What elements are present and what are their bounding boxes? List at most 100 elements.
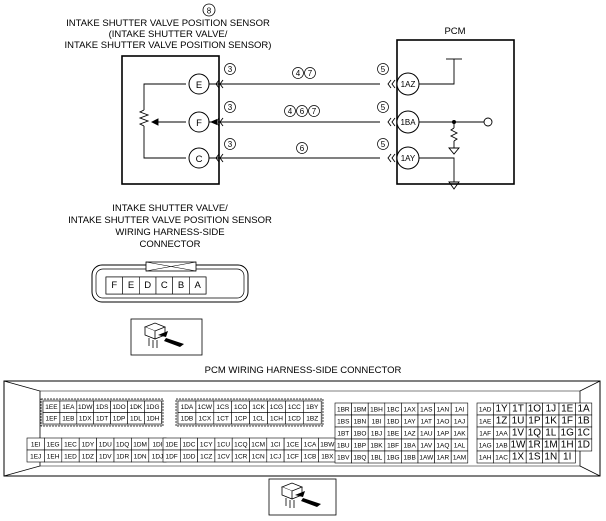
pcm-pin-1d: 1D xyxy=(575,438,593,452)
pcm-pin-1ae: 1AE xyxy=(476,414,494,428)
pcm-pin-1n: 1N xyxy=(542,450,560,464)
svg-text:1EH: 1EH xyxy=(47,453,60,460)
svg-text:1DU: 1DU xyxy=(99,441,112,448)
svg-text:C: C xyxy=(161,280,168,291)
pcm-pin-1e: 1E xyxy=(558,402,576,416)
pcm-pin-1af: 1AF xyxy=(476,426,494,440)
pcm-pin-1am: 1AM xyxy=(450,450,469,464)
svg-text:1AF: 1AF xyxy=(479,430,491,437)
svg-text:1F: 1F xyxy=(561,415,573,426)
pcm-pin-1cv: 1CV xyxy=(214,449,233,463)
pcm-pin-1bj: 1BJ xyxy=(367,426,386,440)
svg-text:1L: 1L xyxy=(545,427,557,438)
pcm-pin-1dt: 1DT xyxy=(93,412,111,425)
svg-text:1BR: 1BR xyxy=(337,406,350,413)
svg-text:1W: 1W xyxy=(511,439,527,450)
svg-text:1AT: 1AT xyxy=(421,418,432,425)
svg-text:1BM: 1BM xyxy=(353,406,366,413)
pcm-pin-1bw: 1BW xyxy=(318,437,337,451)
pcm-connector-view-icon xyxy=(268,478,337,516)
pcm-pin-1q: 1Q xyxy=(525,426,543,440)
svg-text:1J: 1J xyxy=(546,403,557,414)
svg-text:1AP: 1AP xyxy=(437,430,449,437)
svg-text:1CR: 1CR xyxy=(234,453,247,460)
svg-text:1DT: 1DT xyxy=(96,416,108,423)
sensor-side-callout-2: 3 xyxy=(224,101,236,113)
svg-text:1AS: 1AS xyxy=(420,406,433,413)
svg-text:1BH: 1BH xyxy=(370,406,383,413)
sensor-callout: 8 xyxy=(207,7,212,16)
pcm-pin-1g: 1G xyxy=(558,426,576,440)
pcm-pin-1dr: 1DR xyxy=(113,449,132,463)
pcm-pin-1bn: 1BN xyxy=(351,414,369,428)
pcm-pin-1cf: 1CF xyxy=(283,449,302,463)
pcm-pin-1u: 1U xyxy=(509,414,527,428)
pcm-pin-1t: 1T xyxy=(509,402,527,416)
svg-text:1CG: 1CG xyxy=(270,404,283,411)
circuit-callouts-wire-3: 6 xyxy=(296,142,308,154)
svg-text:5: 5 xyxy=(381,65,386,74)
svg-text:1BP: 1BP xyxy=(354,442,366,449)
pcm-pin-1ah: 1AH xyxy=(476,450,494,464)
svg-text:1CJ: 1CJ xyxy=(270,453,282,460)
svg-text:1AR: 1AR xyxy=(437,454,450,461)
pcm-pin-1c: 1C xyxy=(575,426,593,440)
svg-text:1CT: 1CT xyxy=(217,416,229,423)
svg-text:1DM: 1DM xyxy=(133,441,147,448)
pcm-pin-1cx: 1CX xyxy=(195,412,215,425)
pcm-pin-1bo: 1BO xyxy=(351,426,369,440)
pcm-pin-1i: 1I xyxy=(558,450,576,464)
svg-text:1H: 1H xyxy=(561,439,574,450)
svg-text:1Y: 1Y xyxy=(495,403,508,414)
svg-text:1BX: 1BX xyxy=(321,453,334,460)
svg-text:7: 7 xyxy=(308,69,313,78)
pcm-pin-1dl: 1DL xyxy=(127,412,145,425)
pcm-title: PCM xyxy=(444,26,465,37)
sensor-terminal-e: E xyxy=(188,73,210,95)
svg-text:1DW: 1DW xyxy=(78,404,93,411)
pcm-pin-1ag: 1AG xyxy=(476,438,494,452)
svg-text:1CZ: 1CZ xyxy=(200,453,212,460)
pcm-pin-1cs: 1CS xyxy=(213,400,233,413)
pcm-connector-title: PCM WIRING HARNESS-SIDE CONNECTOR xyxy=(205,365,402,376)
circuit-callouts-wire-2: 4 6 7 xyxy=(284,105,320,117)
svg-text:1M: 1M xyxy=(544,439,558,450)
svg-text:6: 6 xyxy=(300,107,305,116)
pcm-pin-1dx: 1DX xyxy=(76,412,95,425)
svg-text:1AQ: 1AQ xyxy=(436,442,449,449)
svg-text:1DG: 1DG xyxy=(146,404,159,411)
sensor-pin-c: C xyxy=(155,276,173,295)
pcm-pin-1ct: 1CT xyxy=(213,412,233,425)
pcm-pin-1ax: 1AX xyxy=(401,402,419,416)
svg-text:1BW: 1BW xyxy=(320,441,335,448)
pcm-pin-1ay: 1AY xyxy=(401,414,419,428)
pcm-pin-1ea: 1EA xyxy=(59,400,78,413)
svg-text:1DK: 1DK xyxy=(130,404,143,411)
svg-text:1U: 1U xyxy=(512,415,525,426)
svg-text:1BS: 1BS xyxy=(337,418,350,425)
pcm-pin-1o: 1O xyxy=(525,402,543,416)
pcm-pin-1an: 1AN xyxy=(434,402,452,416)
svg-text:4: 4 xyxy=(288,107,293,116)
svg-text:1AK: 1AK xyxy=(453,430,466,437)
svg-text:1DZ: 1DZ xyxy=(82,453,94,460)
pcm-pin-1bt: 1BT xyxy=(334,426,352,440)
pcm-pin-1x: 1X xyxy=(509,450,527,464)
svg-text:1CA: 1CA xyxy=(304,441,317,448)
svg-text:1BG: 1BG xyxy=(387,454,400,461)
pcm-terminal-1ay: 1AY xyxy=(396,146,420,170)
pcm-pin-1f: 1F xyxy=(558,414,576,428)
pcm-pin-1ec: 1EC xyxy=(61,437,80,451)
pcm-box xyxy=(396,39,515,185)
connector-chevrons xyxy=(215,79,396,163)
sensor-pin-e: E xyxy=(122,276,140,295)
svg-text:1BK: 1BK xyxy=(370,442,383,449)
sensor-box xyxy=(121,55,220,185)
pcm-pin-1ce: 1CE xyxy=(283,437,302,451)
svg-text:1DF: 1DF xyxy=(166,453,178,460)
svg-text:1DL: 1DL xyxy=(130,416,142,423)
svg-text:1EB: 1EB xyxy=(62,416,74,423)
pcm-pin-1cj: 1CJ xyxy=(266,449,285,463)
